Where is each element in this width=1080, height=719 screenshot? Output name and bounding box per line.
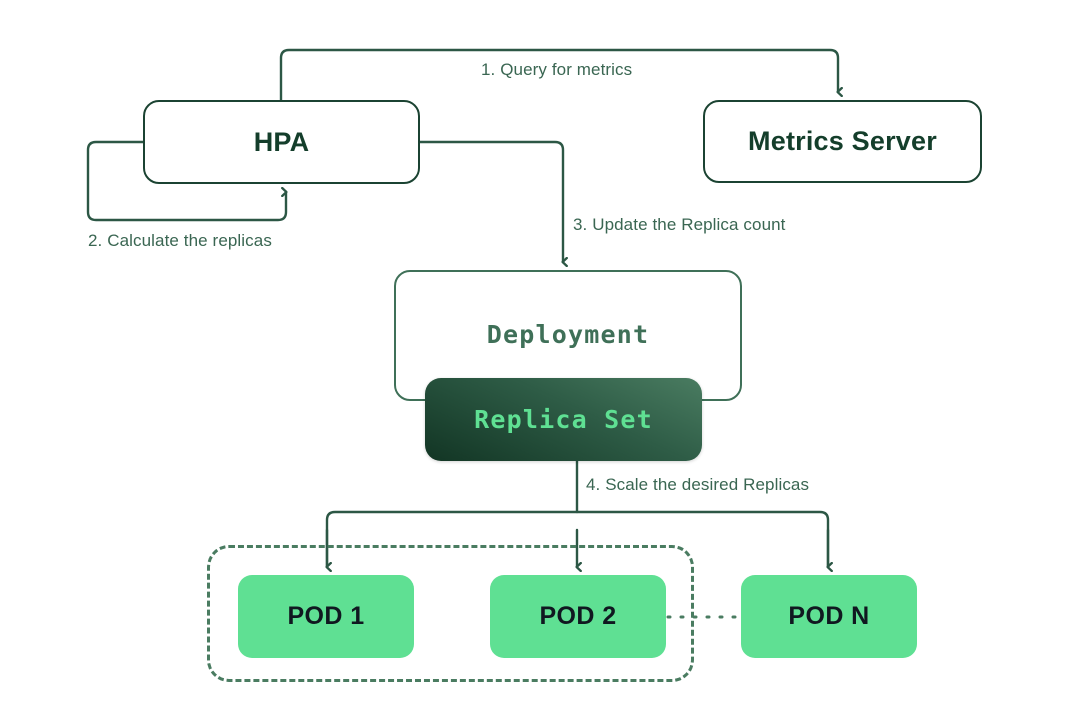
pod-2-label: POD 2 (539, 602, 617, 630)
node-hpa[interactable]: HPA (143, 100, 420, 184)
pod-2[interactable]: POD 2 (490, 575, 666, 658)
step-label-1-query-for-metrics: 1. Query for metrics (481, 60, 633, 79)
node-metrics-server-label: Metrics Server (748, 126, 937, 156)
step-label-2-calculate-the-replicas: 2. Calculate the replicas (88, 231, 272, 250)
node-replica-set-label: Replica Set (474, 405, 653, 434)
pod-n[interactable]: POD N (741, 575, 917, 658)
node-replica-set[interactable]: Replica Set (425, 378, 702, 461)
pod-1-label: POD 1 (287, 602, 365, 630)
step-label-4-scale-the-desired-replicas: 4. Scale the desired Replicas (586, 475, 810, 494)
wire-hpa-to-deployment (418, 140, 563, 262)
pod-1[interactable]: POD 1 (238, 575, 414, 658)
node-metrics-server[interactable]: Metrics Server (703, 100, 982, 183)
node-deployment-label: Deployment (486, 320, 650, 349)
step-label-3-update-the-replica-count: 3. Update the Replica count (573, 215, 786, 234)
pod-n-label: POD N (788, 602, 870, 630)
node-hpa-label: HPA (253, 126, 310, 157)
